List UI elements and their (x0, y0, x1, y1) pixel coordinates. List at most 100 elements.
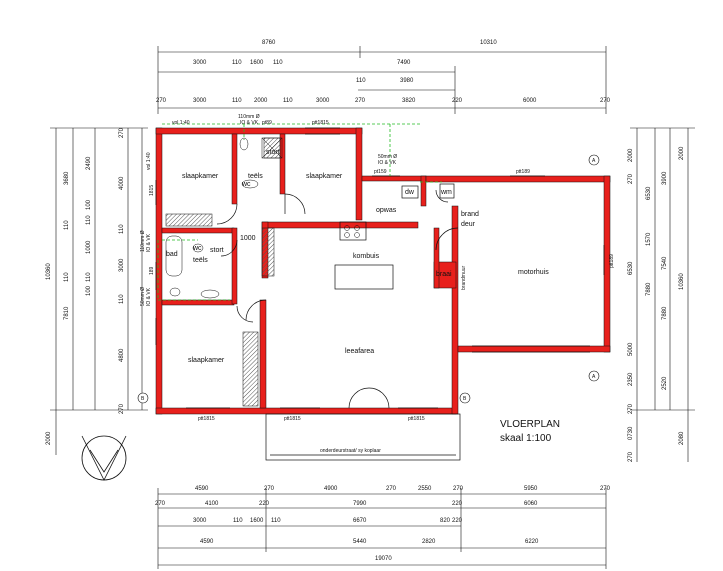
section-marker-b-left (137, 392, 149, 404)
bottom-dimension-labels: 4590 270 4900 270 2550 270 5950 270 270 … (155, 486, 611, 562)
room-deur: deur (461, 221, 476, 228)
dim-bot-7: 5950 (524, 486, 538, 492)
dim-left-9: 100 (86, 199, 92, 210)
window-tag-2: pt159 (374, 169, 387, 175)
dim-left-10: 1000 (86, 240, 92, 254)
dim-top-8: 110 (356, 78, 366, 84)
dim-right-15: 2520 (662, 376, 668, 390)
window-tag-3: ptt189 (516, 169, 530, 175)
dim-top-15: 3000 (316, 98, 330, 104)
room-labels: slaapkamer stort teëls wc slaapkamer bad… (166, 149, 549, 364)
top-dimensions (157, 46, 607, 114)
room-slaapkamer-2: slaapkamer (306, 173, 343, 180)
top-dimension-labels: 8760 10310 3000 110 1600 110 7490 110 39… (156, 40, 611, 104)
section-marker-b-right (459, 392, 471, 404)
dim-bot-2: 270 (264, 486, 275, 492)
dim-left-16: 3000 (119, 258, 125, 272)
window-tags: ptt1815 pt159 ptt189 ptt1815 ptt1815 ptt… (198, 120, 615, 422)
dim-bot-25: 6220 (525, 539, 539, 545)
dim-top-14: 110 (283, 98, 293, 104)
dim-right-18: 2080 (679, 431, 685, 445)
room-leeafarea: leeafarea (345, 348, 374, 355)
dim-right-7: 0730 (628, 426, 634, 440)
dim-top-13: 2000 (254, 98, 268, 104)
dim-bot-15: 3000 (193, 518, 207, 524)
dim-bot-14: 6060 (524, 501, 538, 507)
room-1000: 1000 (240, 235, 256, 242)
dim-top-19: 6000 (523, 98, 537, 104)
dim-left-13: 270 (119, 127, 125, 138)
dim-right-12: 3900 (662, 171, 668, 185)
drainage-notes: vol 1:40 110mm Ø IO & VK pt89 50mm Ø IO … (140, 114, 397, 454)
dim-bot-18: 110 (271, 518, 281, 524)
note-drain2a: 50mm Ø (378, 154, 397, 160)
note-stoep: onderdeurstraat/ sy koplaar (320, 448, 381, 454)
room-motorhuis: motorhuis (518, 269, 549, 276)
dim-left-3: 7810 (64, 306, 70, 320)
room-brand: brand (461, 211, 479, 218)
dim-bot-5: 2550 (418, 486, 432, 492)
note-drain2b: IO & VK (378, 160, 397, 166)
dim-bot-17: 1600 (250, 518, 264, 524)
note-vol2: vol 1:40 (146, 152, 152, 170)
drain-lines (157, 123, 442, 301)
dim-top-18: 220 (452, 98, 463, 104)
left-dimension-labels: 2000 10360 7810 3680 2490 110 110 110 10… (46, 127, 155, 445)
window-tag-6: ptt1815 (408, 416, 425, 422)
right-dimension-labels: 2000 270 6530 5000 2350 270 0730 270 653… (628, 146, 685, 462)
note-drain3a: 110mm Ø (140, 230, 146, 252)
dim-right-9: 6530 (646, 186, 652, 200)
room-kombuis: kombuis (353, 253, 380, 260)
section-label-4: B (463, 396, 467, 402)
dim-bot-21: 220 (452, 518, 463, 524)
dim-left-7: 110 (64, 272, 70, 282)
dim-bot-11: 220 (259, 501, 270, 507)
dim-top-5: 1600 (250, 60, 264, 66)
note-drain4b: IO & VK (146, 287, 152, 306)
dim-left-19: 270 (119, 403, 125, 414)
dim-left-4: 3680 (64, 171, 70, 185)
window-left-1: 1815 (149, 185, 155, 196)
dim-bot-10: 4100 (205, 501, 219, 507)
stove-icon (344, 225, 360, 238)
section-marker-a-top (588, 154, 600, 166)
room-bad: bad (166, 251, 178, 258)
dim-top-20: 270 (600, 98, 611, 104)
section-marker-labels: A A B B (141, 158, 596, 402)
dim-bot-12: 7990 (353, 501, 367, 507)
dim-bot-26: 19070 (375, 556, 392, 562)
dim-left-8: 110 (86, 215, 92, 225)
room-braai: braai (436, 271, 452, 278)
note-drain1c: pt89 (262, 120, 272, 126)
left-dimensions (50, 127, 148, 455)
dim-top-7: 7490 (397, 60, 411, 66)
room-dw: dw (405, 189, 415, 196)
room-brandmuur: brandmuur (461, 265, 467, 290)
window-left-2: 189 (149, 266, 155, 275)
dim-top-9: 3980 (400, 78, 414, 84)
dim-bot-19: 6670 (353, 518, 367, 524)
dim-left-11: 110 (86, 272, 92, 282)
dim-bot-24: 2820 (422, 539, 436, 545)
right-dimensions (630, 127, 695, 462)
dim-top-2: 10310 (480, 40, 497, 46)
north-arrow-icon (81, 435, 127, 481)
dim-top-12: 110 (232, 98, 242, 104)
dim-left-1: 2000 (46, 431, 52, 445)
dim-left-2: 10360 (46, 263, 52, 280)
dim-right-8: 270 (628, 451, 634, 462)
section-marker-a-bottom (588, 370, 600, 382)
dim-bot-16: 110 (233, 518, 243, 524)
dim-right-3: 6530 (628, 261, 634, 275)
plan-scale: skaal 1:100 (500, 433, 552, 444)
note-drain1a: 110mm Ø (238, 114, 260, 120)
room-teels-2: teëls (193, 257, 208, 264)
dim-right-5: 2350 (628, 372, 634, 386)
dim-bot-20: 820 (440, 518, 451, 524)
plan-title: VLOERPLAN (500, 419, 560, 430)
room-teels-1: teëls (248, 173, 263, 180)
dim-top-4: 110 (232, 60, 242, 66)
section-markers (137, 154, 600, 404)
dim-left-14: 4000 (119, 176, 125, 190)
